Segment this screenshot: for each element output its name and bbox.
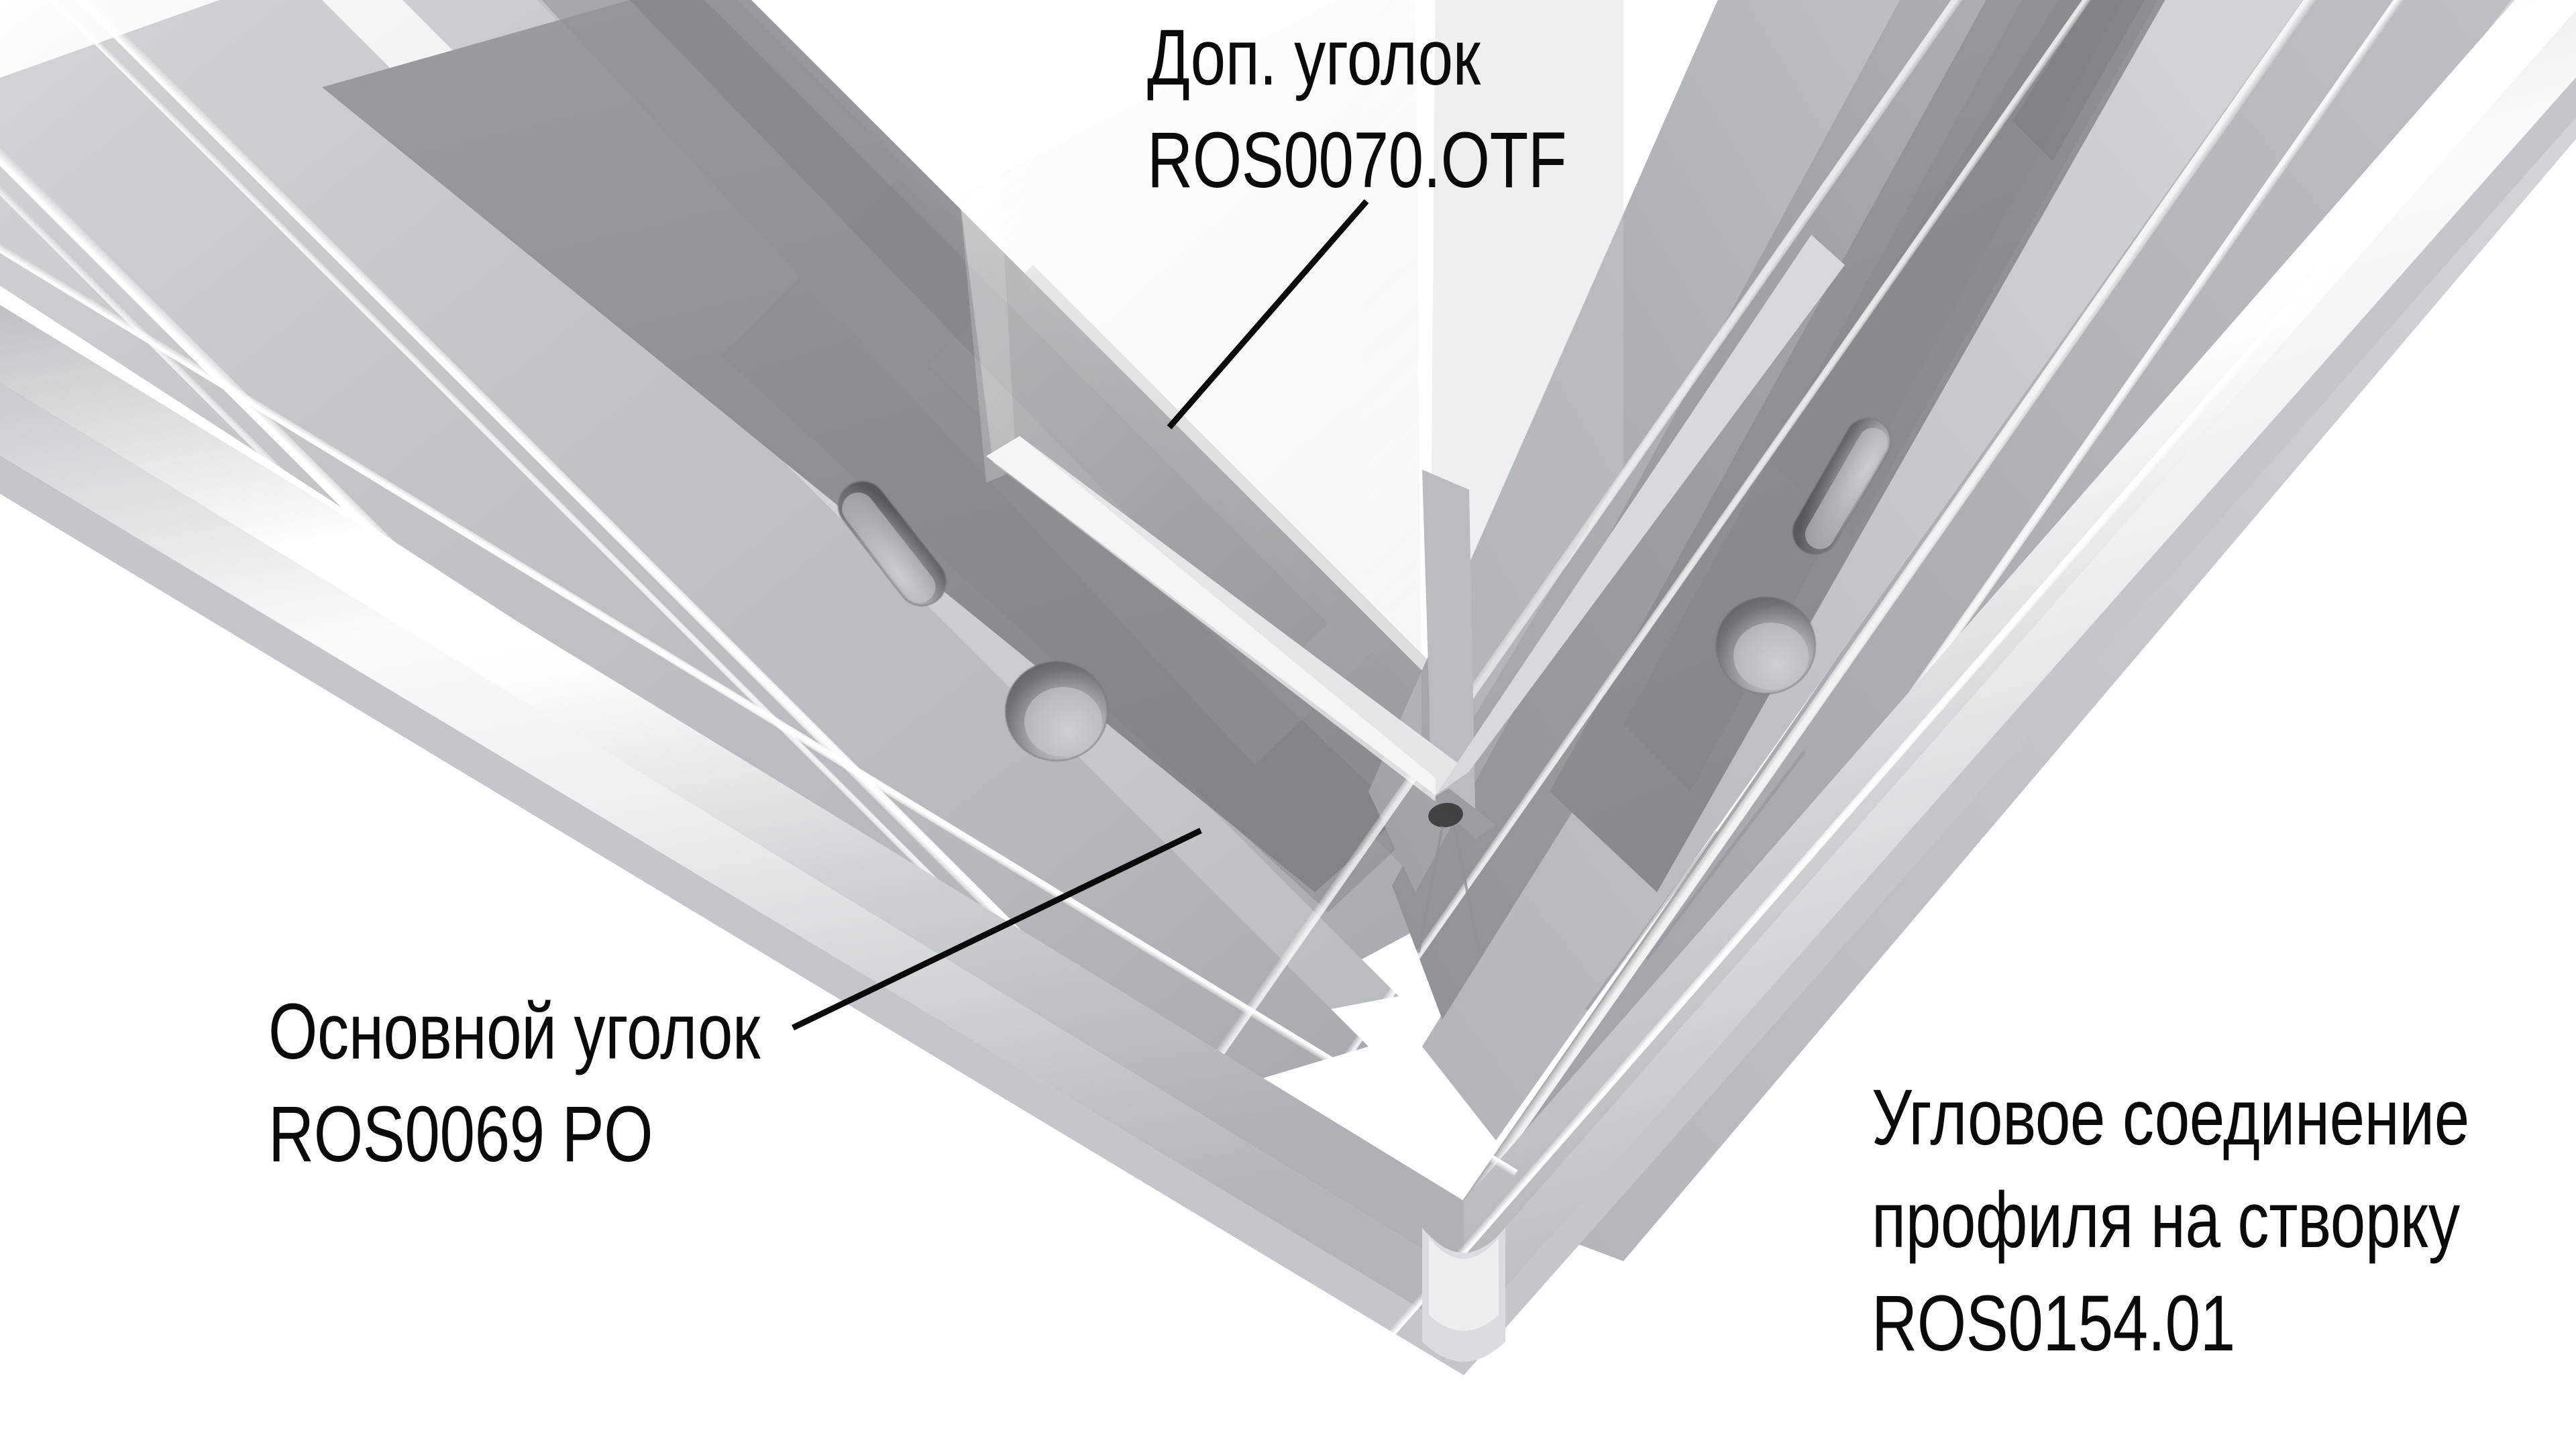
right-arm-hole — [1715, 596, 1817, 695]
callout-dop-ugolok-line-1: Доп. уголок — [1147, 13, 1481, 102]
front-face-seams — [1585, 750, 1806, 1011]
right-arm-slot — [1791, 417, 1892, 556]
callout-osnovnoy-ugolok-line-1: Основной уголок — [268, 987, 760, 1076]
corner-seam-shadow — [1417, 802, 1481, 953]
outer-bullnose-edge — [0, 0, 2576, 1375]
callout-osnovnoy-ugolok: Основной уголок ROS0069 PO — [268, 981, 760, 1187]
callout-uglovoe-soedinenie-line-1: Угловое соединение — [1872, 1073, 2469, 1162]
callout-dop-ugolok: Доп. уголок ROS0070.OTF — [1147, 7, 1567, 213]
callout-uglovoe-soedinenie-line-3: ROS0154.01 — [1872, 1279, 2235, 1368]
additional-corner-bracket-gloss — [959, 0, 1623, 792]
inner-corner-miter — [986, 235, 1845, 839]
leader-line-osnovnoy-ugolok — [792, 827, 1202, 1031]
callout-osnovnoy-ugolok-line-2: ROS0069 PO — [268, 1090, 653, 1179]
left-arm-hole — [1004, 660, 1109, 762]
callout-dop-ugolok-line-2: ROS0070.OTF — [1147, 116, 1567, 205]
callout-uglovoe-soedinenie: Угловое соединение профиля на створку RO… — [1872, 1067, 2469, 1375]
leader-line-dop-ugolok — [1167, 199, 1369, 429]
leader-lines — [792, 199, 1369, 1031]
callout-uglovoe-soedinenie-line-2: профиля на створку — [1872, 1176, 2460, 1265]
left-arm-slot — [837, 480, 947, 607]
